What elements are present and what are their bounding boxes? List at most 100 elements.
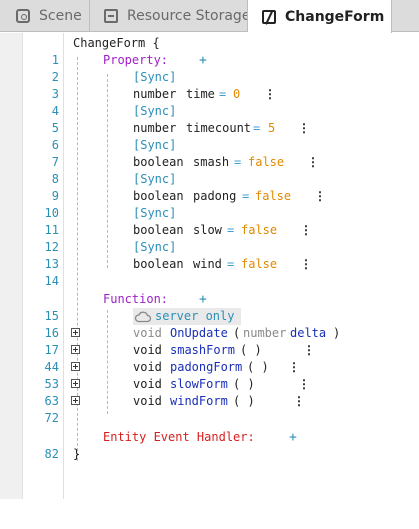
property-type: number	[133, 87, 177, 101]
function-name[interactable]: windForm	[170, 394, 228, 408]
function-name[interactable]: slowForm	[170, 377, 228, 391]
form-script-icon	[262, 9, 276, 24]
property-value[interactable]: 0	[233, 87, 241, 101]
storage-icon	[104, 9, 118, 23]
param-name: delta	[290, 326, 327, 340]
code-line-9[interactable]: 9 [Sync]	[0, 171, 419, 203]
code-line-1[interactable]: 1 ChangeForm {	[0, 35, 419, 67]
more-options-icon[interactable]: ⋮	[300, 257, 312, 271]
code-line-17[interactable]: 17 void OnUpdate ( number delta )	[0, 325, 419, 357]
function-return-type: void	[133, 326, 162, 340]
add-property-button[interactable]: +	[199, 53, 207, 68]
property-value[interactable]: 5	[268, 121, 276, 135]
expand-fold-icon[interactable]	[71, 345, 80, 354]
equals-sign: =	[253, 121, 261, 135]
more-options-icon[interactable]: ⋮	[293, 394, 305, 408]
property-value[interactable]: false	[241, 223, 278, 237]
code-line-7[interactable]: 7 [Sync]	[0, 137, 419, 169]
code-line-6[interactable]: 6 number timecount = 5 ⋮	[0, 120, 419, 152]
line-number: 3	[51, 87, 59, 101]
function-params: ( )	[233, 377, 255, 391]
more-options-icon[interactable]: ⋮	[298, 121, 310, 135]
line-number: 6	[51, 138, 59, 152]
property-value[interactable]: false	[241, 257, 278, 271]
code-line-82[interactable]: 82 Entity Event Handler: +	[0, 429, 419, 461]
line-number: 2	[51, 70, 59, 84]
code-line-12[interactable]: 12 boolean slow = false ⋮	[0, 222, 419, 254]
line-number: 82	[44, 447, 59, 461]
more-options-icon[interactable]: ⋮	[300, 223, 312, 237]
expand-fold-icon[interactable]	[71, 379, 80, 388]
line-number: 14	[44, 274, 59, 288]
property-name: slow	[193, 223, 222, 237]
code-line-2[interactable]: 2 Property: +	[0, 52, 419, 84]
more-options-icon[interactable]: ⋮	[314, 189, 326, 203]
code-line-72[interactable]: 72 void windForm ( ) ⋮	[0, 393, 419, 425]
property-type: boolean	[133, 257, 184, 271]
tab-scene[interactable]: Scene	[0, 0, 90, 32]
function-return-type: void	[133, 377, 162, 391]
more-options-icon[interactable]: ⋮	[264, 87, 276, 101]
param-type: number	[243, 326, 287, 340]
property-value[interactable]: false	[248, 155, 285, 169]
line-number: 72	[44, 411, 59, 425]
code-line-16[interactable]: 16 server only	[0, 308, 419, 340]
code-line-closing[interactable]: }	[0, 446, 419, 463]
line-number: 44	[44, 360, 59, 374]
code-line-10[interactable]: 10 boolean padong = false ⋮	[0, 188, 419, 220]
cloud-icon	[134, 311, 152, 323]
add-function-button[interactable]: +	[199, 292, 207, 307]
code-line-13[interactable]: 13 [Sync]	[0, 239, 419, 271]
code-line-11[interactable]: 11 [Sync]	[0, 205, 419, 237]
function-params-open: (	[233, 326, 241, 340]
sync-attribute: [Sync]	[133, 240, 177, 254]
line-number: 11	[44, 223, 59, 237]
line-number: 4	[51, 104, 59, 118]
more-options-icon[interactable]: ⋮	[303, 343, 315, 357]
expand-fold-icon[interactable]	[71, 362, 80, 371]
add-event-handler-button[interactable]: +	[289, 430, 297, 445]
line-number: 12	[44, 240, 59, 254]
line-number: 15	[44, 309, 59, 323]
expand-fold-icon[interactable]	[71, 396, 80, 405]
code-line-8[interactable]: 8 boolean smash = false ⋮	[0, 154, 419, 186]
function-params-close: )	[333, 326, 341, 340]
property-type: number	[133, 121, 177, 135]
tab-resource-storage-label: Resource Storage	[127, 8, 248, 24]
code-line-44[interactable]: 44 void smashForm ( ) ⋮	[0, 342, 419, 374]
function-name[interactable]: padongForm	[170, 360, 243, 374]
closing-brace: }	[73, 447, 81, 461]
code-line-53[interactable]: 53 void padongForm ( ) ⋮	[0, 359, 419, 391]
code-editor[interactable]: 1 ChangeForm { 2 Property: + 3 [Sync] 4 …	[0, 33, 419, 499]
property-value[interactable]: false	[255, 189, 292, 203]
property-name: time	[186, 87, 215, 101]
function-params: ( )	[233, 394, 255, 408]
function-params: ( )	[240, 343, 262, 357]
server-only-label: server only	[155, 309, 235, 323]
code-line-15[interactable]: 15 Function: +	[0, 291, 419, 323]
tab-changeform[interactable]: ChangeForm ✕	[248, 0, 392, 33]
code-line-63[interactable]: 63 void slowForm ( ) ⋮	[0, 376, 419, 408]
line-number: 9	[51, 189, 59, 203]
function-name[interactable]: smashForm	[170, 343, 236, 357]
equals-sign: =	[234, 155, 242, 169]
sync-attribute: [Sync]	[133, 104, 177, 118]
function-return-type: void	[133, 394, 162, 408]
gutter-separator	[63, 33, 64, 499]
code-line-3[interactable]: 3 [Sync]	[0, 69, 419, 101]
expand-fold-icon[interactable]	[71, 328, 80, 337]
tab-resource-storage[interactable]: Resource Storage	[90, 0, 248, 32]
line-number: 16	[44, 326, 59, 340]
code-line-14[interactable]: 14 boolean wind = false ⋮	[0, 256, 419, 288]
sync-attribute: [Sync]	[133, 172, 177, 186]
tab-changeform-label: ChangeForm	[285, 8, 385, 25]
sync-attribute: [Sync]	[133, 206, 177, 220]
more-options-icon[interactable]: ⋮	[288, 360, 300, 374]
code-line-5[interactable]: 5 [Sync]	[0, 103, 419, 135]
function-name[interactable]: OnUpdate	[170, 326, 228, 340]
function-params: ( )	[247, 360, 269, 374]
code-line-4[interactable]: 4 number time = 0 ⋮	[0, 86, 419, 118]
more-options-icon[interactable]: ⋮	[307, 155, 319, 169]
property-type: boolean	[133, 189, 184, 203]
more-options-icon[interactable]: ⋮	[298, 377, 310, 391]
